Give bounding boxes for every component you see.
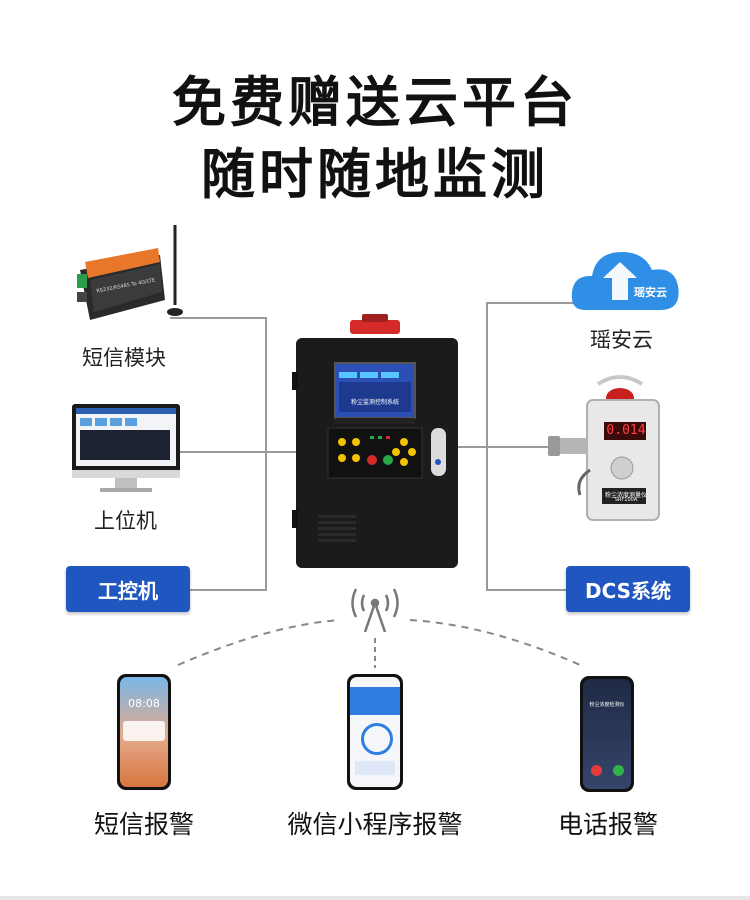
host-pc-label: 上位机 <box>94 509 157 533</box>
industrial-pc-button: 工控机 <box>66 566 190 612</box>
phone-call-screen: 粉尘浓度检测仪 <box>583 679 631 789</box>
meter-display: 0.014 <box>606 423 646 438</box>
phone-call-title: 粉尘浓度检测仪 <box>589 702 625 708</box>
dashed-arc-left <box>177 619 341 666</box>
phone-wechat <box>347 674 403 790</box>
phone-sms-notice <box>123 721 165 741</box>
right-connectors <box>455 302 578 591</box>
wechat-gauge <box>361 723 393 755</box>
left-bracket-line <box>170 317 267 591</box>
phone-wechat-screen <box>350 677 400 787</box>
dcs-system-button: DCS系统 <box>566 566 690 612</box>
cloud-label: 瑶安云 <box>590 328 653 352</box>
cloud-icon <box>571 252 679 310</box>
monitor-device <box>72 404 180 492</box>
left-connectors <box>170 317 300 591</box>
accept-call-icon <box>613 765 624 776</box>
wechat-icons <box>355 761 395 775</box>
phone-call: 粉尘浓度检测仪 <box>580 676 634 792</box>
sms-module-label: 短信模块 <box>82 346 166 370</box>
meter-model-label: SRF100A <box>614 497 638 503</box>
meter-name-label: 粉尘浓度测量仪 <box>604 492 647 499</box>
call-alarm-label: 电话报警 <box>557 810 658 839</box>
title-line-2: 随时随地监测 <box>201 143 549 206</box>
phone-sms: 08:08 <box>117 674 171 790</box>
decline-call-icon <box>591 765 602 776</box>
dashed-arc-right <box>409 619 581 666</box>
phone-sms-screen: 08:08 <box>120 677 168 787</box>
phone-sms-time: 08:08 <box>128 697 160 710</box>
cloud-logo-text: 瑶安云 <box>634 286 667 299</box>
bottom-divider <box>0 896 750 900</box>
wechat-alarm-label: 微信小程序报警 <box>287 810 463 839</box>
sms-alarm-label: 短信报警 <box>93 810 194 839</box>
title-line-1: 免费赠送云平台 <box>172 71 578 134</box>
controller-cabinet: 粉尘监测控制系统 <box>292 314 458 568</box>
wechat-header <box>350 687 400 715</box>
antenna-icon <box>351 588 399 633</box>
dust-meter-device <box>548 375 660 521</box>
sms-module-device <box>77 225 183 320</box>
cabinet-screen-title: 粉尘监测控制系统 <box>351 398 399 406</box>
